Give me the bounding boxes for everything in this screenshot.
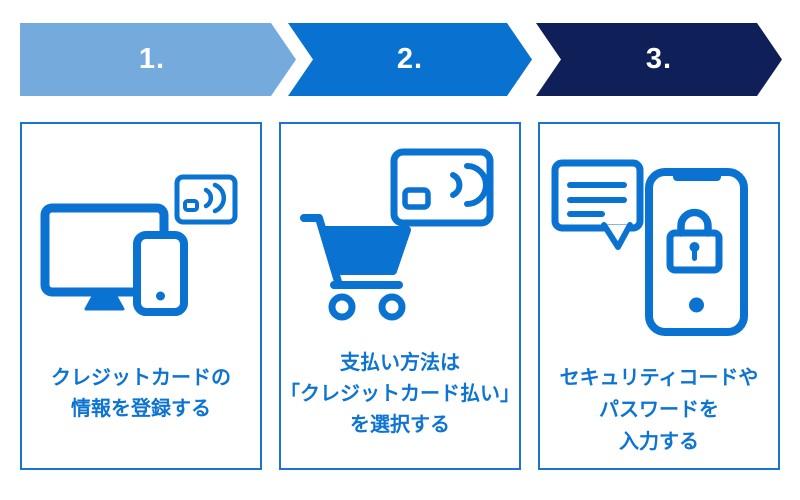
- step-number-3: 3.: [645, 43, 673, 75]
- chat-phone-lock-icon: [551, 159, 748, 336]
- devices-contactless-card-icon: [40, 174, 238, 316]
- step-caption-line: 支払い方法は: [340, 352, 460, 374]
- step-caption-2: 支払い方法は 「クレジットカード払い」 を選択する: [271, 348, 529, 441]
- step-caption-line: 入力する: [619, 431, 699, 453]
- lock-icon: [666, 208, 723, 274]
- step-caption-line: セキュリティコードや: [559, 367, 759, 389]
- step-arrow-1: 1.: [20, 23, 296, 96]
- step-number-1: 1.: [138, 43, 166, 75]
- step-number-2: 2.: [396, 43, 424, 75]
- smartphone-icon: [133, 231, 188, 316]
- contactless-card-icon: [174, 174, 238, 225]
- shopping-cart-icon: [300, 214, 411, 321]
- step-arrow-2: 2.: [288, 23, 532, 96]
- step-caption-line: を選択する: [350, 414, 450, 436]
- speech-bubble-icon: [551, 159, 644, 250]
- step-caption-line: 情報を登録する: [71, 398, 211, 420]
- step-caption-3: セキュリティコードや パスワードを 入力する: [530, 362, 788, 458]
- contactless-card-icon: [390, 148, 494, 227]
- step-caption-line: パスワードを: [599, 399, 719, 421]
- step-card-3: セキュリティコードや パスワードを 入力する: [538, 122, 780, 470]
- step-card-1: クレジットカードの 情報を登録する: [20, 122, 262, 470]
- cart-contactless-card-icon: [300, 148, 494, 321]
- smartphone-lock-icon: [645, 168, 748, 336]
- step-caption-line: 「クレジットカード払い」: [280, 383, 520, 405]
- step-arrow-3: 3.: [536, 23, 782, 96]
- step-caption-1: クレジットカードの 情報を登録する: [12, 363, 270, 425]
- step-caption-line: クレジットカードの: [51, 367, 231, 389]
- step-card-2: 支払い方法は 「クレジットカード払い」 を選択する: [279, 122, 521, 470]
